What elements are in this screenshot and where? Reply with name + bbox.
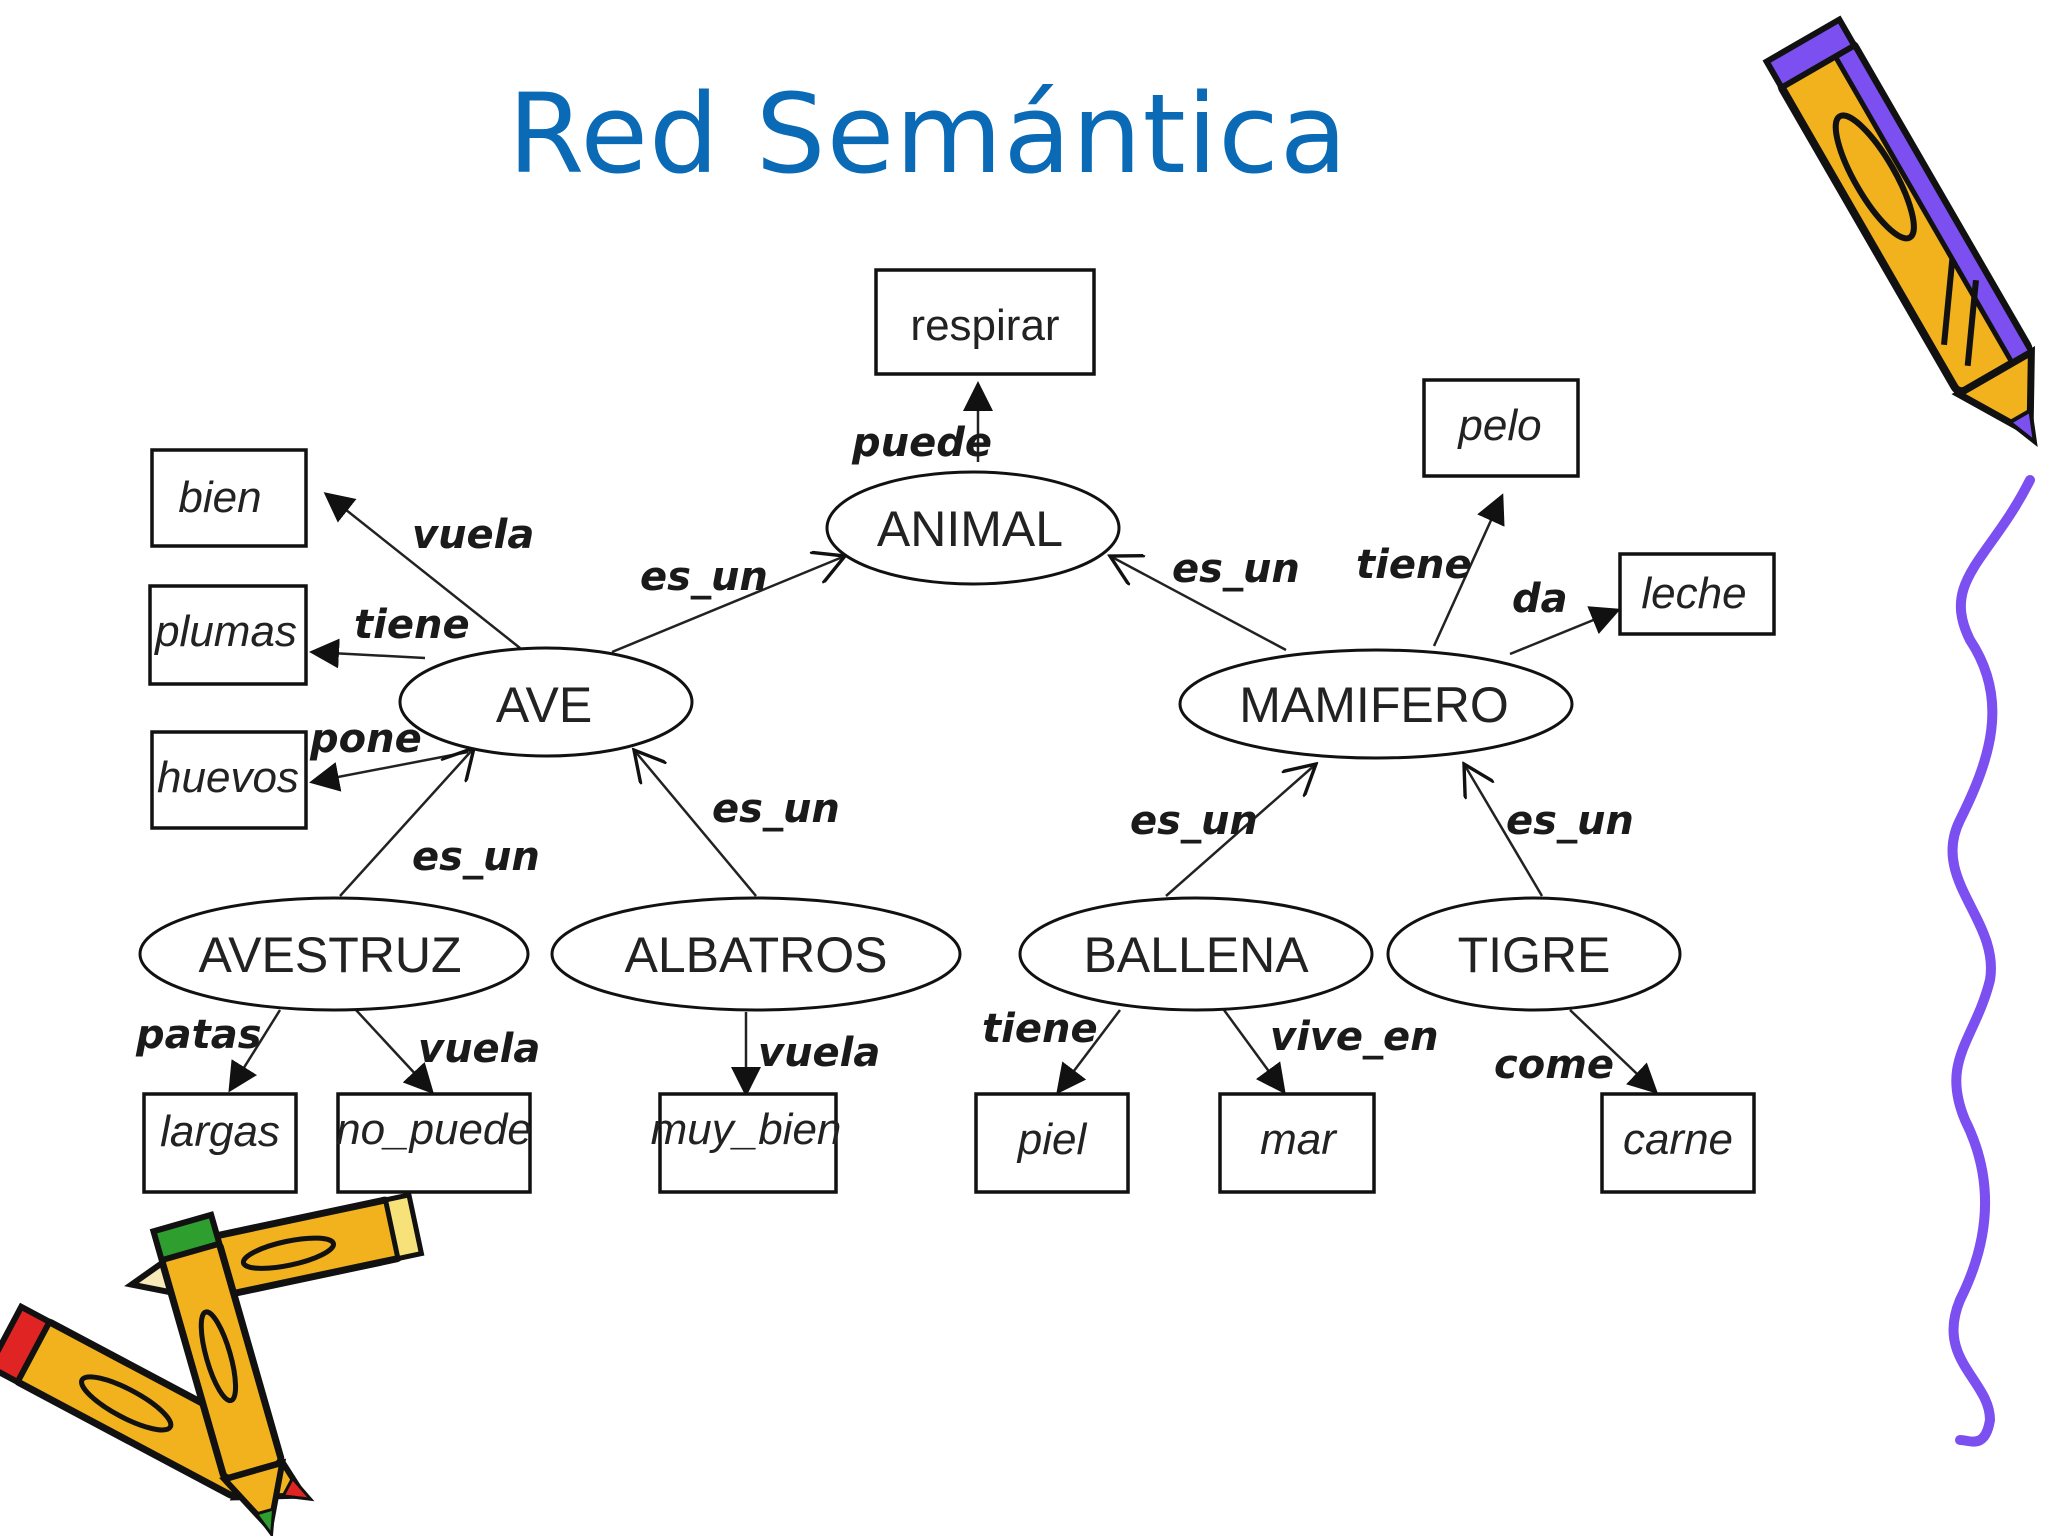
value-box-respirar: respirar [874,268,1096,376]
crossed-pencils-icon [0,1191,425,1536]
edge-tigre-come-carne [1569,1009,1659,1095]
label-animal-puede: puede [851,420,992,466]
node-label-animal: ANIMAL [877,501,1063,557]
edge-ballena-es-un-mamifero [1165,764,1316,897]
value-box-mar: mar [1218,1092,1376,1194]
label-avestruz-es-un: es_un [412,834,540,880]
value-label-leche: leche [1641,569,1746,618]
value-label-plumas: plumas [153,607,297,656]
label-albatros-es-un: es_un [712,786,840,832]
value-box-no-puede: no_puede [336,1092,532,1194]
concept-nodes: ANIMAL AVE MAMIFERO AVESTRUZ ALBATROS BA… [138,470,1682,1012]
label-mamifero-es-un: es_un [1172,546,1300,592]
node-mamifero: MAMIFERO [1178,648,1574,760]
value-box-piel: piel [974,1092,1130,1194]
label-ave-es-un: es_un [640,554,768,600]
edge-ballena-vive-en-mar [1222,1009,1286,1095]
edge-tigre-es-un-mamifero [1464,764,1544,897]
label-albatros-vuela: vuela [758,1030,880,1076]
wavy-line [1947,475,2035,1447]
edge-avestruz-vuela-no-puede [355,1009,435,1095]
node-ballena: BALLENA [1018,896,1374,1012]
pencil-icon [1762,15,2038,448]
value-label-respirar: respirar [910,301,1059,350]
edge-albatros-es-un-ave [634,750,757,897]
edge-ave-tiene-plumas [309,638,426,669]
label-ave-tiene: tiene [354,602,470,648]
node-label-albatros: ALBATROS [624,927,887,983]
node-tigre: TIGRE [1386,896,1682,1012]
value-label-muy-bien: muy_bien [651,1105,842,1154]
edge-ave-es-un-animal [611,556,845,654]
label-ave-pone: pone [309,716,422,762]
value-box-plumas: plumas [148,584,308,686]
value-box-bien: bien [150,448,308,548]
edges [228,381,1659,1097]
label-mamifero-tiene: tiene [1356,542,1472,588]
label-avestruz-patas: patas [135,1012,262,1058]
value-label-bien: bien [178,473,261,522]
node-albatros: ALBATROS [550,896,962,1012]
edge-ave-vuela-bien [323,492,521,649]
node-label-avestruz: AVESTRUZ [199,927,462,983]
slide-title: Red Semántica [507,70,1349,198]
value-label-carne: carne [1623,1115,1733,1164]
value-box-muy-bien: muy_bien [651,1092,842,1194]
value-label-no-puede: no_puede [336,1105,532,1154]
node-avestruz: AVESTRUZ [138,896,530,1012]
edge-mamifero-da-leche [1509,606,1621,656]
label-ballena-es-un: es_un [1130,798,1258,844]
node-label-ballena: BALLENA [1083,927,1309,983]
value-label-pelo: pelo [1456,401,1541,450]
label-ballena-tiene: tiene [982,1006,1098,1052]
label-tigre-come: come [1494,1042,1614,1088]
edge-mamifero-tiene-pelo [1432,493,1505,647]
node-animal: ANIMAL [825,470,1121,586]
value-label-mar: mar [1260,1115,1338,1164]
node-ave: AVE [398,646,694,758]
value-label-huevos: huevos [157,753,299,802]
value-box-largas: largas [142,1092,298,1194]
value-box-carne: carne [1600,1092,1756,1194]
value-box-huevos: huevos [150,730,308,830]
node-label-mamifero: MAMIFERO [1239,677,1508,733]
node-label-tigre: TIGRE [1458,927,1611,983]
label-ave-vuela: vuela [412,512,534,558]
value-box-leche: leche [1618,552,1776,636]
relation-labels: puede es_un es_un vuela tiene pone tiene… [135,420,1634,1088]
label-avestruz-vuela: vuela [418,1026,540,1072]
label-mamifero-da: da [1512,576,1568,622]
node-label-ave: AVE [496,677,592,733]
value-label-piel: piel [1016,1115,1088,1164]
value-box-pelo: pelo [1422,378,1580,478]
edge-mamifero-es-un-animal [1110,556,1287,652]
edge-avestruz-es-un-ave [339,748,474,897]
label-tigre-es-un: es_un [1506,798,1634,844]
label-ballena-vive-en: vive_en [1270,1014,1439,1060]
edge-avestruz-patas-largas [228,1009,282,1093]
value-boxes: respirar bien plumas huevos pelo leche [142,268,1776,1194]
edge-ballena-tiene-piel [1056,1009,1121,1095]
value-label-largas: largas [160,1107,280,1156]
